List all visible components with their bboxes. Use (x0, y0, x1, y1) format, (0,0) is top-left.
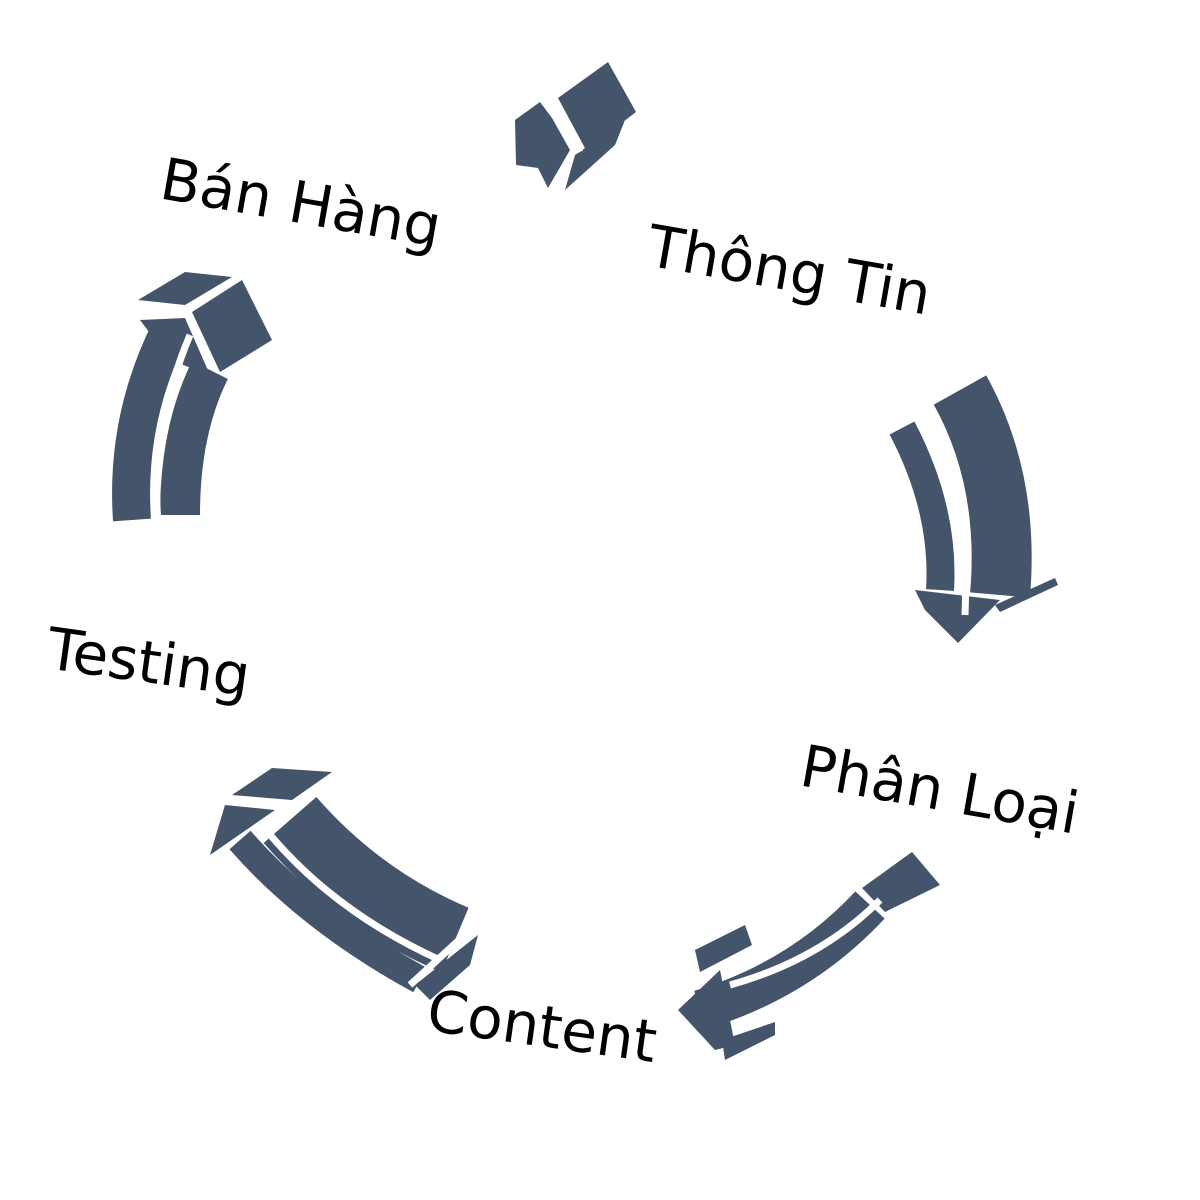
step-label-thong-tin: Thông Tin (642, 212, 937, 329)
step-label-content: Content (423, 977, 661, 1076)
arrow-content-to-testing (210, 768, 478, 1000)
step-label-phan-loai: Phân Loại (796, 732, 1084, 848)
step-label-ban-hang: Bán Hàng (156, 145, 447, 261)
arrow-testing-to-banhang (112, 272, 272, 523)
step-label-testing: Testing (42, 614, 254, 710)
arrow-thongtin-to-phanloai (889, 375, 1058, 643)
arrow-phanloai-to-content (678, 852, 940, 1060)
arrow-banhang-to-thongtin (515, 62, 636, 190)
